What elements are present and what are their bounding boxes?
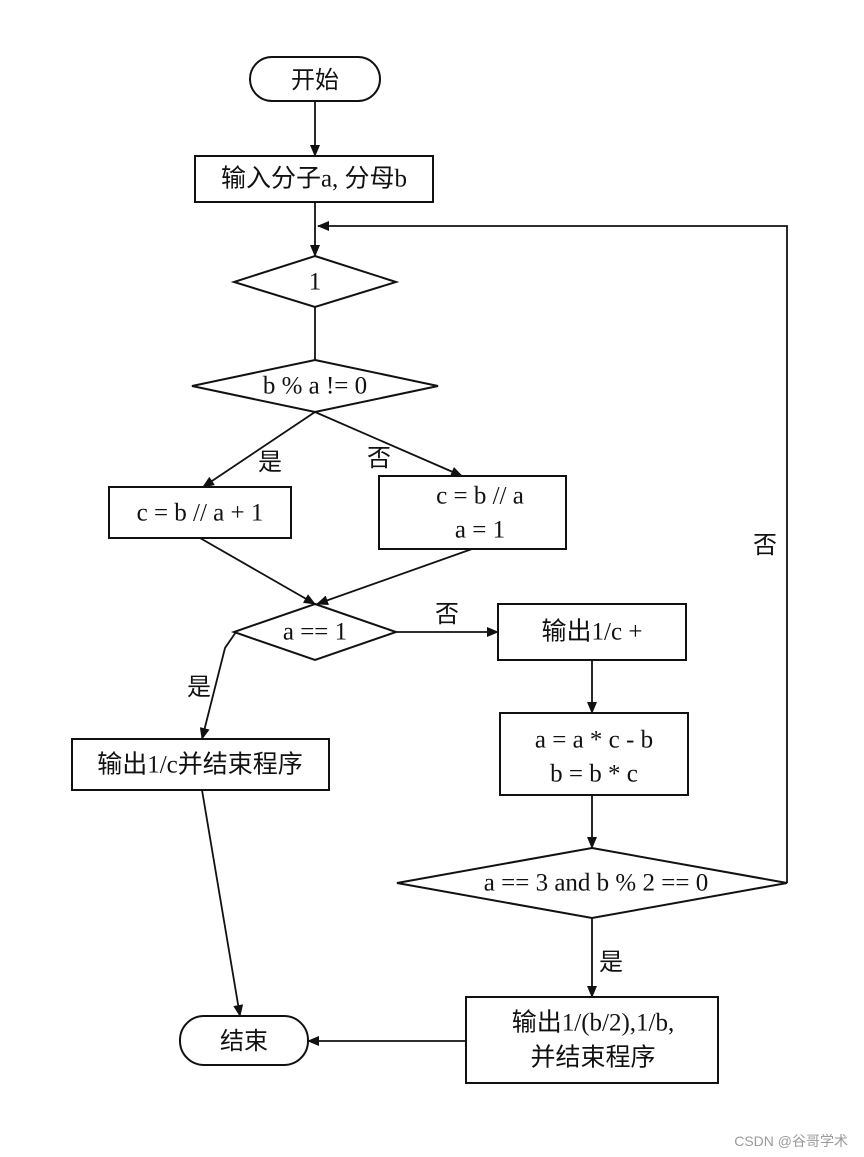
edge-calcyes-a1 xyxy=(199,537,316,605)
mod-label: b % a != 0 xyxy=(263,373,367,400)
a1-no-label: 否 xyxy=(435,600,459,628)
end-terminal xyxy=(179,1015,309,1066)
out-final-label-1: 输出1/(b/2),1/b, xyxy=(512,1009,675,1037)
edge-calcno-a1 xyxy=(316,548,473,606)
calc-yes-label: c = b // a + 1 xyxy=(137,500,264,527)
final-decision xyxy=(396,846,788,920)
final-yes-label: 是 xyxy=(599,948,623,976)
out-final-box xyxy=(465,996,719,1084)
a1-decision xyxy=(230,602,400,662)
mod-decision xyxy=(191,358,439,414)
calc-yes-box xyxy=(108,486,292,539)
nodes xyxy=(71,56,788,1084)
node-labels: 开始 输入分子a, 分母b 1 b % a != 0 c = b // a + … xyxy=(97,66,708,1072)
input-box xyxy=(194,155,434,203)
mod-yes-label: 是 xyxy=(258,448,282,476)
update-label-1: a = a * c - b xyxy=(535,727,653,754)
a1-label: a == 1 xyxy=(283,619,347,646)
final-no-label: 否 xyxy=(753,531,777,559)
edge-a1-yes xyxy=(199,631,237,740)
edge-outc-end xyxy=(201,789,244,1017)
start-label: 开始 xyxy=(291,66,339,94)
mod-no-label: 否 xyxy=(367,444,391,472)
calc-no-label-2: a = 1 xyxy=(455,517,505,544)
out-final-label-2: 并结束程序 xyxy=(530,1044,655,1072)
edge-labels: 是 否 否 是 是 否 xyxy=(187,444,777,976)
out-term-label: 输出1/c + xyxy=(542,618,643,646)
loop-decision xyxy=(230,254,400,309)
connectors xyxy=(199,101,788,1046)
edge-mod-no xyxy=(314,411,463,477)
out-c-end-box xyxy=(71,738,330,791)
calc-no-box xyxy=(378,475,567,550)
out-term-box xyxy=(497,603,687,661)
update-label-2: b = b * c xyxy=(550,761,638,788)
watermark: CSDN @谷哥学术 xyxy=(734,1133,848,1149)
loop-label: 1 xyxy=(309,269,322,296)
final-label: a == 3 and b % 2 == 0 xyxy=(484,870,708,897)
start-terminal xyxy=(249,56,381,102)
out-c-end-label: 输出1/c并结束程序 xyxy=(97,751,303,779)
edge-mod-yes xyxy=(202,411,316,488)
edge-final-no-loop xyxy=(317,221,788,883)
calc-no-label-1: c = b // a xyxy=(436,483,524,510)
a1-yes-label: 是 xyxy=(187,673,211,701)
end-label: 结束 xyxy=(220,1027,268,1055)
update-box xyxy=(499,712,689,796)
input-label: 输入分子a, 分母b xyxy=(221,165,407,193)
